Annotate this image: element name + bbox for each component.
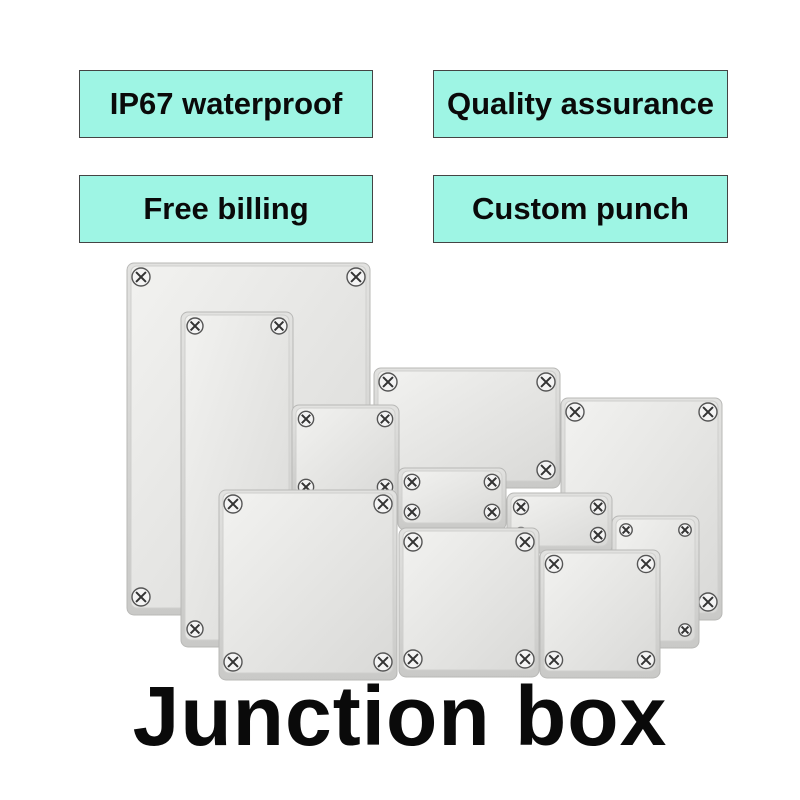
screw-slot <box>593 530 603 540</box>
enclosure-wide-medium-lid <box>377 370 557 482</box>
screw-slot <box>569 406 581 418</box>
screw-slot <box>189 623 201 635</box>
screw-slot <box>680 625 690 635</box>
screw-slot <box>407 507 417 517</box>
screw-slot <box>702 406 714 418</box>
enclosure-mini-lid <box>401 470 503 524</box>
enclosure-front-left-lid <box>222 492 394 674</box>
screw-slot <box>301 414 311 424</box>
screw-slot <box>519 653 531 665</box>
screw-slot <box>377 656 389 668</box>
screw-slot <box>135 271 147 283</box>
screw-slot <box>640 558 652 570</box>
badge-quality-assurance: Quality assurance <box>433 70 728 138</box>
badge-free-billing: Free billing <box>79 175 373 243</box>
screw-slot <box>189 320 201 332</box>
screw-slot <box>519 536 531 548</box>
screw-slot <box>377 498 389 510</box>
screw-slot <box>487 477 497 487</box>
screw-slot <box>273 320 285 332</box>
badge-ip67-waterproof: IP67 waterproof <box>79 70 373 138</box>
screw-slot <box>621 525 631 535</box>
screw-slot <box>702 596 714 608</box>
screw-slot <box>680 525 690 535</box>
badge-custom-punch: Custom punch <box>433 175 728 243</box>
product-title: Junction box <box>132 669 668 763</box>
screw-slot <box>407 477 417 487</box>
screw-slot <box>382 376 394 388</box>
screw-slot <box>380 414 390 424</box>
screw-slot <box>540 376 552 388</box>
screw-slot <box>516 502 526 512</box>
screw-slot <box>540 464 552 476</box>
screw-slot <box>593 502 603 512</box>
screw-slot <box>407 653 419 665</box>
screw-slot <box>548 654 560 666</box>
screw-slot <box>640 654 652 666</box>
screw-slot <box>227 498 239 510</box>
enclosure-front-center-lid <box>402 530 536 671</box>
screw-slot <box>350 271 362 283</box>
screw-slot <box>227 656 239 668</box>
screw-slot <box>548 558 560 570</box>
screw-slot <box>487 507 497 517</box>
screw-slot <box>135 591 147 603</box>
screw-slot <box>407 536 419 548</box>
enclosure-front-right-lid <box>543 552 657 672</box>
